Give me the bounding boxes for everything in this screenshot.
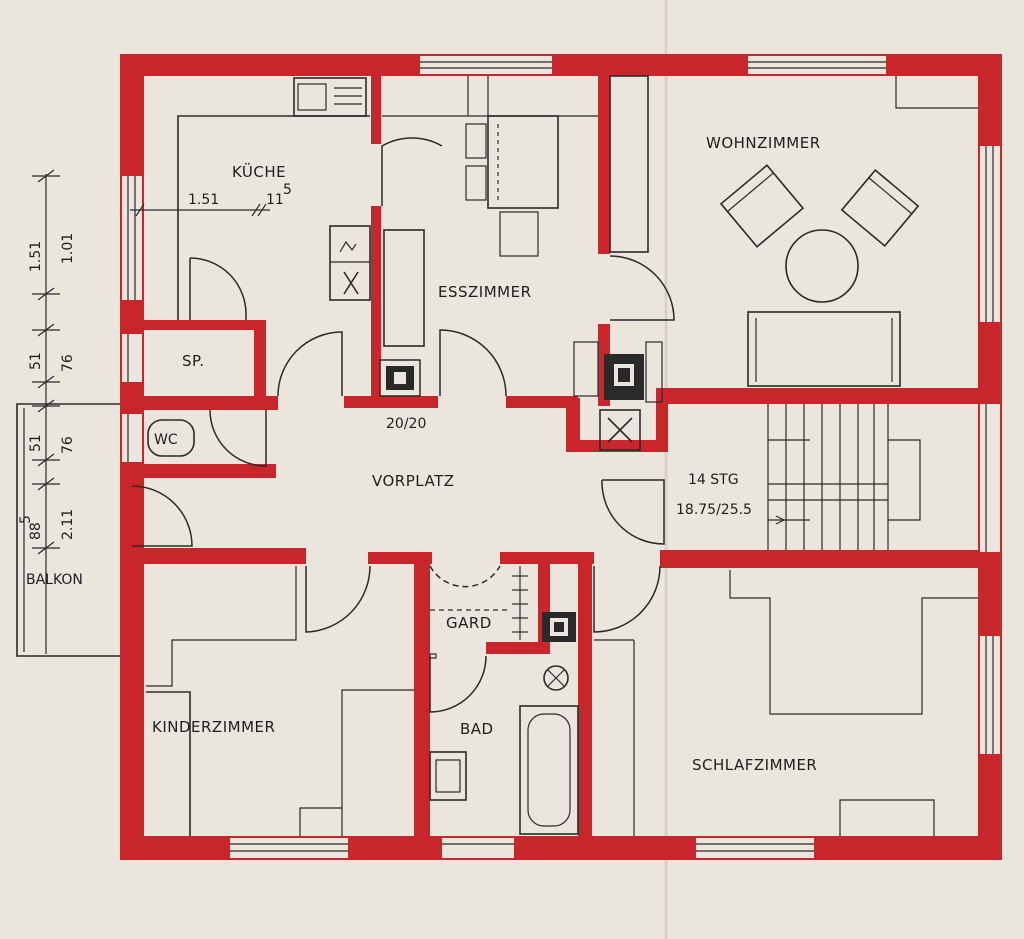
- label-garderobe: GARD: [446, 614, 492, 632]
- dim-left-mid1-inner: 76: [60, 354, 76, 372]
- label-kueche: KÜCHE: [232, 162, 286, 181]
- room-labels: KÜCHE ESSZIMMER WOHNZIMMER SP. WC VORPLA…: [26, 134, 821, 774]
- label-wc: WC: [154, 432, 178, 448]
- label-wohnzimmer: WOHNZIMMER: [706, 134, 821, 152]
- dim-left-top-inner: 1.01: [60, 233, 76, 264]
- wall-kids-top: [120, 548, 306, 564]
- garderobe-rail: [430, 566, 528, 640]
- label-esszimmer: ESSZIMMER: [438, 283, 532, 301]
- wall-corridor-top-mid: [344, 396, 438, 408]
- wc-fixtures: [147, 419, 195, 457]
- dining-furniture: [382, 75, 649, 347]
- dim-left-top-outer: 1.51: [28, 241, 44, 272]
- label-schlafzimmer: SCHLAFZIMMER: [692, 756, 817, 774]
- dim-stairs-ratio: 18.75/25.5: [676, 502, 752, 518]
- doors: [131, 137, 675, 713]
- dim-left-bottom-outer-sup: 5: [18, 515, 34, 524]
- dim-chimney: 20/20: [386, 416, 426, 432]
- dim-left-mid2-inner: 76: [60, 436, 76, 454]
- windows: [122, 56, 1000, 858]
- wall-dining-living: [598, 76, 610, 254]
- balcony: [16, 403, 122, 657]
- dim-left-mid1-outer: 51: [28, 352, 44, 370]
- wall-wc-top: [120, 396, 278, 410]
- dim-left-bottom-outer: 88: [28, 522, 44, 540]
- label-kinderzimmer: KINDERZIMMER: [152, 718, 275, 736]
- dim-kitchen-exp: 11: [266, 192, 284, 208]
- dimension-labels: 1.51 11 5 1.51 1.01 51 76 51 76 88 5 2.1…: [18, 182, 752, 540]
- wall-wc-bottom: [120, 464, 276, 478]
- kids-furniture: [146, 566, 414, 836]
- dim-stairs-count: 14 STG: [688, 472, 739, 488]
- dim-kitchen-exp-sup: 5: [283, 182, 292, 198]
- label-speisekammer: SP.: [182, 352, 205, 370]
- label-bad: BAD: [460, 720, 494, 738]
- kitchen-fixtures: [177, 77, 371, 320]
- wall-kitchen-dining: [371, 206, 381, 406]
- wall-living-bottom: [664, 388, 1002, 404]
- dim-left-mid2-outer: 51: [28, 434, 44, 452]
- living-furniture: [719, 76, 978, 387]
- bedroom-furniture: [594, 570, 978, 836]
- wall-pantry-right: [254, 320, 266, 406]
- wall-bath-right: [578, 552, 592, 842]
- bath-fixtures: [429, 653, 579, 835]
- wall-chimney-left: [566, 398, 580, 452]
- chimneys: [379, 341, 663, 642]
- wall-corridor-top-right: [506, 396, 578, 408]
- wall-bedroom-top: [660, 550, 1002, 568]
- dim-kitchen-width: 1.51: [188, 192, 219, 208]
- dimension-chain: [32, 169, 270, 654]
- wall-stair-left: [656, 388, 668, 450]
- dim-left-bottom-inner: 2.11: [60, 509, 76, 540]
- wall-kids-bath: [414, 552, 430, 842]
- label-balkon: BALKON: [26, 572, 83, 588]
- label-vorplatz: VORPLATZ: [372, 472, 455, 490]
- staircase: [767, 404, 921, 550]
- wall-kitchen-dining-top: [371, 76, 381, 144]
- wall-chimney-bottom: [566, 440, 668, 452]
- wall-pantry-top: [144, 320, 262, 330]
- wall-gard-bath: [486, 642, 550, 654]
